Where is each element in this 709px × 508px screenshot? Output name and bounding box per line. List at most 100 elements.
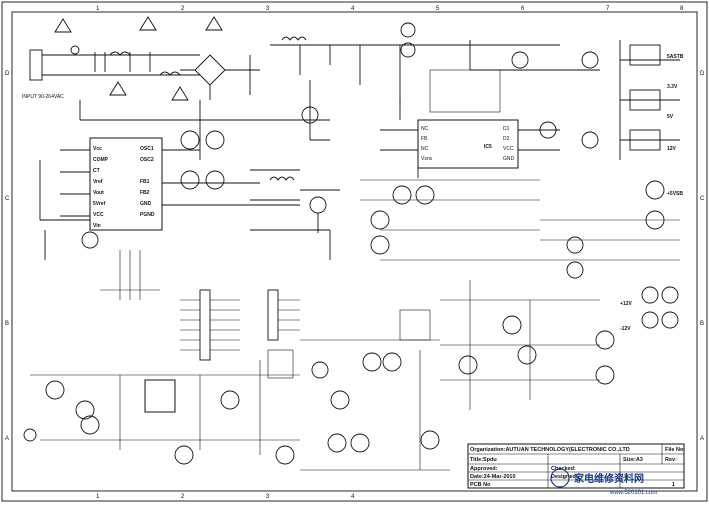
ic-pin-label: FB1 — [140, 179, 150, 185]
transformer-winding — [269, 176, 295, 181]
title-block-pcb: PCB No — [470, 482, 491, 488]
warning-triangle-icon — [139, 16, 157, 31]
output-label: +12V — [620, 301, 632, 307]
site-watermark: 家电维修资料网 www.520101.com — [550, 468, 657, 496]
transistor-symbol — [595, 365, 615, 385]
transistor-symbol — [458, 355, 478, 375]
transistor-symbol — [330, 390, 350, 410]
ic-pin-label: NC — [421, 126, 429, 132]
ic-pin-label: OSC2 — [140, 157, 154, 163]
ic-pin-label: GND — [140, 201, 152, 207]
transistor-symbol — [75, 400, 95, 420]
output-label: 5V — [667, 114, 674, 120]
output-rectifier — [629, 44, 661, 66]
column-label: 4 — [351, 494, 355, 500]
transistor-symbol — [595, 330, 615, 350]
feedback-network — [100, 179, 600, 410]
ic-pin-label: GND — [503, 156, 515, 162]
transformer-box — [267, 349, 294, 379]
transistor-symbol — [80, 415, 100, 435]
ic-pin-label: VCC — [93, 212, 104, 218]
switch-contact — [23, 428, 37, 442]
ic-pin-label: CT — [93, 168, 100, 174]
watermark-logo-icon — [550, 468, 570, 488]
column-label: 6 — [521, 6, 525, 12]
transistor-symbol — [382, 352, 402, 372]
column-label: 1 — [96, 6, 100, 12]
ic-name: IC5 — [484, 144, 492, 150]
column-label: 5 — [436, 6, 440, 12]
transformer-box — [399, 309, 431, 341]
protection-circuit — [23, 339, 450, 471]
title-block-date: Date:24-Mar-2010 — [470, 474, 516, 480]
title-block-rev: Rev: — [665, 457, 677, 463]
transistor-symbol — [174, 445, 194, 465]
thermistor-symbol — [400, 22, 416, 38]
column-label: 7 — [606, 6, 610, 12]
input-connector — [29, 49, 43, 81]
ic-pin-label: OSC1 — [140, 146, 154, 152]
column-label: 8 — [680, 6, 684, 12]
output-label: +5VSB — [667, 191, 683, 197]
output-label: -12V — [620, 326, 631, 332]
transistor-symbol — [645, 180, 665, 200]
output-label: 12V — [667, 146, 677, 152]
pwm-controller-ic: Vcc COMP CT Vref Vout 5Vref VCC Vin OSC1… — [39, 130, 300, 260]
ic-pin-label: D2 — [503, 136, 510, 142]
ic-pin-label: Vref — [93, 179, 103, 185]
transistor-symbol — [566, 261, 584, 279]
title-block: Organization:AUTUAN TECHNOLOGY(ELECTRONI… — [467, 443, 685, 489]
transistor-symbol — [205, 130, 225, 150]
title-block-file-no: File No: — [665, 447, 685, 453]
title-block-organization: Organization:AUTUAN TECHNOLOGY(ELECTRONI… — [470, 447, 630, 453]
transistor-symbol — [566, 236, 584, 254]
optocoupler-symbol — [81, 231, 99, 249]
ic-pin-label: 5Vref — [93, 201, 106, 207]
output-rectifier — [629, 89, 661, 111]
ic-pin-label: Vsns — [421, 156, 433, 162]
input-label: INPUT 90-264VAC — [22, 94, 64, 100]
ic-pin-label: VCC — [503, 146, 514, 152]
transistor-symbol — [327, 433, 347, 453]
ic-pin-label: PGND — [140, 212, 155, 218]
column-label: 3 — [266, 494, 270, 500]
input-emi-section: INPUT 90-264VAC — [22, 16, 330, 160]
connector-block — [267, 289, 279, 341]
ic-pin-label: COMP — [93, 157, 109, 163]
mosfet-symbol — [581, 131, 599, 149]
secondary-controller-ic: IC5 NC FB NC Vsns D1 D2 VCC GND — [380, 69, 560, 178]
transistor-symbol — [392, 185, 412, 205]
transistor-symbol — [420, 430, 440, 450]
mosfet-symbol — [581, 51, 599, 69]
transistor-symbol — [641, 286, 659, 304]
transistor-symbol — [517, 345, 537, 365]
column-label: 2 — [181, 6, 185, 12]
fuse-symbol — [70, 45, 80, 55]
choke-symbol — [109, 51, 131, 56]
warning-triangle-icon — [109, 81, 127, 96]
column-label: 2 — [181, 494, 185, 500]
mosfet-symbol — [511, 51, 529, 69]
column-label: 4 — [351, 6, 355, 12]
transistor-symbol — [45, 380, 65, 400]
column-label: 3 — [266, 6, 270, 12]
warning-triangle-icon — [205, 16, 223, 31]
title-block-designed: Designed: — [551, 474, 578, 480]
row-label: D — [700, 71, 705, 77]
transistor-symbol — [661, 311, 679, 329]
transistor-symbol — [220, 390, 240, 410]
mosfet-symbol — [309, 196, 327, 214]
row-markers: D C B A D C B A — [5, 71, 705, 442]
transformer-winding — [281, 36, 307, 41]
inner-frame — [11, 11, 698, 492]
watermark-brand: 家电维修资料网 — [574, 472, 644, 485]
title-block-size: Size:A3 — [623, 457, 643, 463]
row-label: C — [5, 196, 10, 202]
ic-pin-label: Vin — [93, 223, 101, 229]
title-block-checked: Checked: — [551, 466, 576, 472]
column-markers: 1 2 3 4 5 6 7 8 1 2 3 4 — [96, 6, 684, 500]
row-label: A — [5, 436, 9, 442]
warning-triangle-icon — [54, 18, 72, 33]
transistor-symbol — [502, 315, 522, 335]
ic-pin-label: Vout — [93, 190, 104, 196]
